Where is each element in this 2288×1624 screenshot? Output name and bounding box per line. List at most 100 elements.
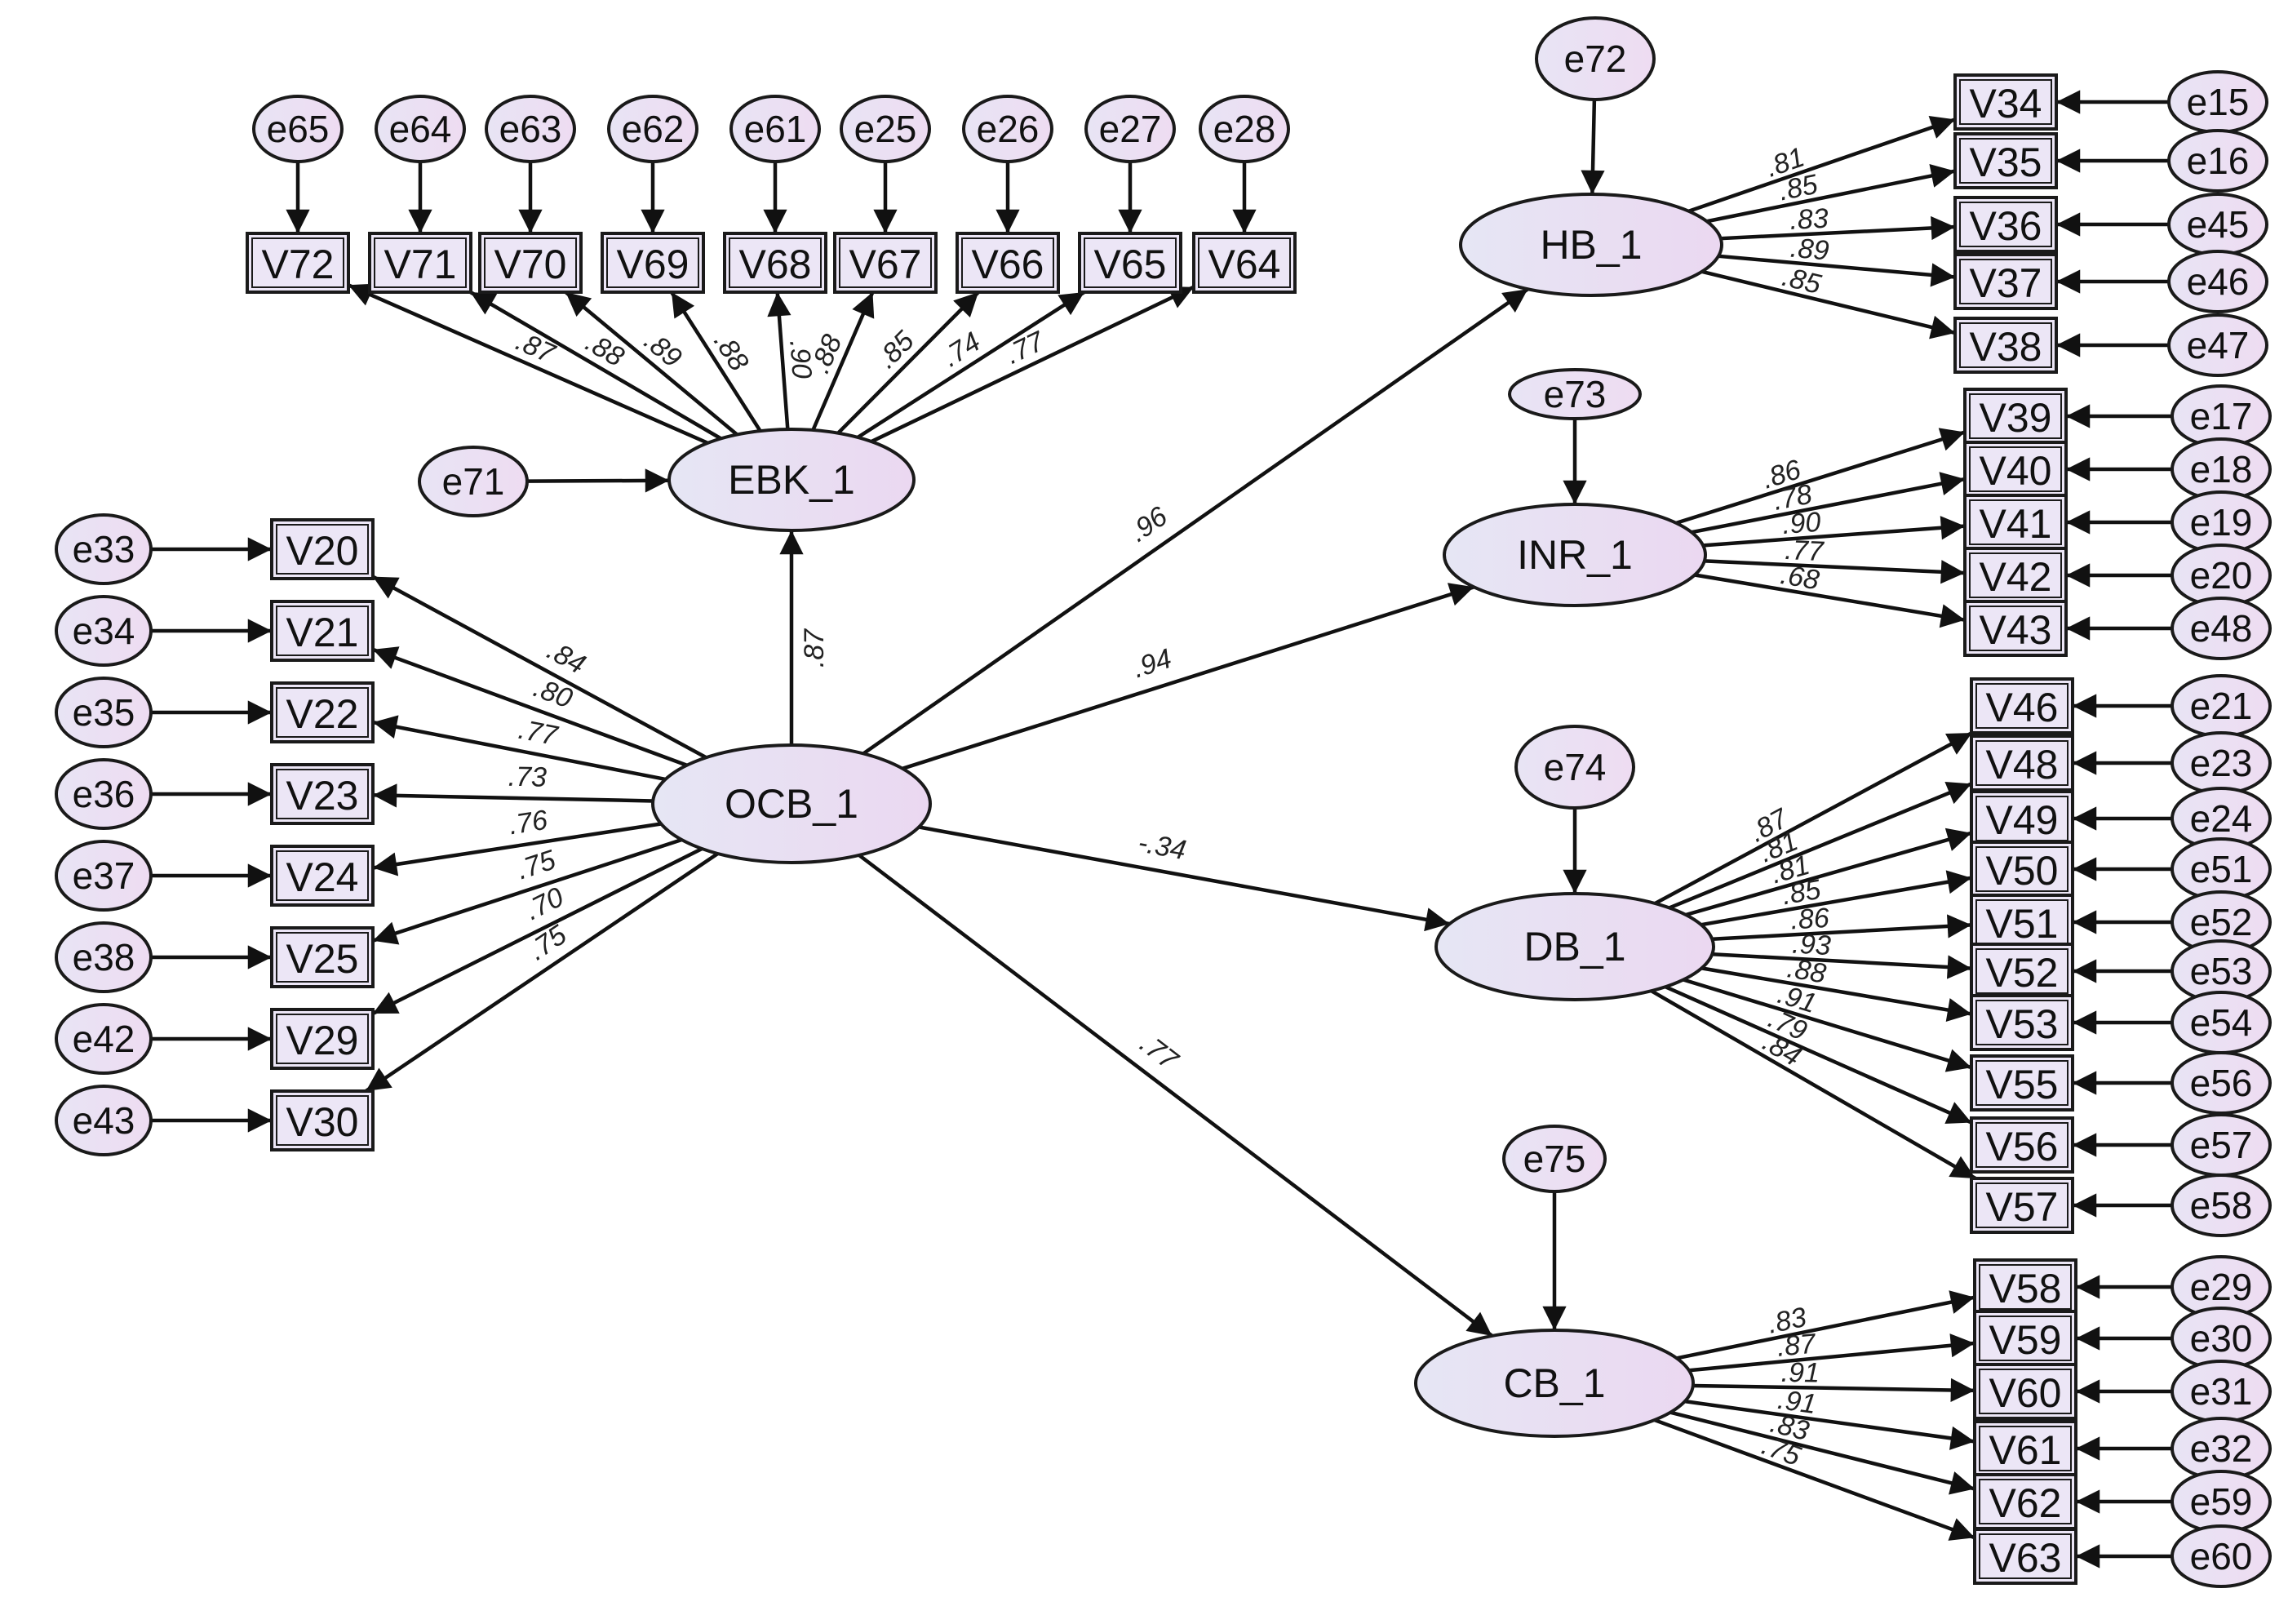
latent-CB-shape xyxy=(1414,1329,1695,1438)
error-e27-label: e27 xyxy=(1099,108,1162,150)
indicator-V35-label: V35 xyxy=(1970,140,2042,185)
error-e19-label: e19 xyxy=(2190,501,2253,544)
indicator-V21-label: V21 xyxy=(286,610,359,655)
latent-CB: CB_1 xyxy=(1414,1329,1695,1438)
latent-HB-label: HB_1 xyxy=(1540,222,1642,268)
loading-INR-V43 xyxy=(1694,573,1966,628)
error-e26-shape xyxy=(962,95,1053,163)
indicator-V61-shape xyxy=(1973,1420,2077,1477)
error-e32-label: e32 xyxy=(2190,1427,2253,1470)
error-e31-label: e31 xyxy=(2190,1370,2253,1413)
indicator-V57-inner-border xyxy=(1975,1183,2069,1228)
indicator-V30: V30 xyxy=(270,1089,375,1151)
loading-OCB-V30 xyxy=(365,852,719,1093)
indicator-V68-label: V68 xyxy=(739,242,812,287)
error-e27-shape xyxy=(1084,95,1176,163)
indicator-V62: V62 xyxy=(1973,1473,2077,1530)
indicator-V64-inner-border xyxy=(1198,237,1291,288)
error-e23: e23 xyxy=(2170,731,2272,795)
loading-CB-V63 xyxy=(1653,1418,1975,1541)
loading-OCB-V24 xyxy=(372,822,662,876)
latent-EBK-shape xyxy=(667,428,916,532)
weight-HB-V36: .83 xyxy=(1789,203,1829,236)
loading-CB-V62 xyxy=(1669,1410,1975,1495)
loading-DB-V55 xyxy=(1683,978,1972,1072)
loading-OCB-V20 xyxy=(371,575,707,760)
latent-INR-label: INR_1 xyxy=(1517,532,1633,578)
error-e64: e64 xyxy=(375,95,466,163)
loading-DB-V52 xyxy=(1712,952,1972,979)
error-e73-shape xyxy=(1508,368,1642,420)
error-e65-shape xyxy=(252,95,344,163)
latent-INR-shape xyxy=(1443,503,1707,607)
indicator-V61-inner-border xyxy=(1979,1426,2072,1471)
error-e72-shape xyxy=(1535,16,1656,101)
indicator-V29: V29 xyxy=(270,1008,375,1070)
loading-INR-V42 xyxy=(1704,559,1966,584)
indicator-V72: V72 xyxy=(246,232,350,294)
latent-HB: HB_1 xyxy=(1459,193,1723,297)
indicator-V55-label: V55 xyxy=(1986,1062,2059,1107)
error-e58: e58 xyxy=(2170,1174,2272,1237)
weight-OCB-DB: -.34 xyxy=(1136,827,1188,866)
indicator-V21-inner-border xyxy=(276,606,369,656)
indicator-V37-label: V37 xyxy=(1970,260,2042,306)
indicator-V40-inner-border xyxy=(1969,446,2062,492)
error-e16-label: e16 xyxy=(2187,140,2250,182)
indicator-V29-label: V29 xyxy=(286,1018,359,1063)
error-e52: e52 xyxy=(2170,890,2272,954)
indicator-V34: V34 xyxy=(1953,73,2058,131)
error-e60-shape xyxy=(2170,1524,2272,1588)
error-e72-label: e72 xyxy=(1564,38,1627,80)
indicator-V22: V22 xyxy=(270,681,375,743)
indicator-V70-label: V70 xyxy=(494,242,567,287)
weight-OCB-V22: .77 xyxy=(516,714,561,752)
indicator-V42-label: V42 xyxy=(1980,554,2052,600)
indicator-V58-label: V58 xyxy=(1989,1266,2062,1311)
error-e64-label: e64 xyxy=(389,108,452,150)
error-e29-label: e29 xyxy=(2190,1266,2253,1308)
error-e73-label: e73 xyxy=(1544,373,1607,415)
error-e23-label: e23 xyxy=(2190,742,2253,784)
indicator-V46-inner-border xyxy=(1975,683,2069,729)
error-e61-label: e61 xyxy=(744,108,807,150)
error-e51-label: e51 xyxy=(2190,848,2253,890)
indicator-V67-label: V67 xyxy=(849,242,922,287)
error-e17: e17 xyxy=(2170,384,2272,448)
indicator-V20-inner-border xyxy=(276,524,369,575)
error-e25-label: e25 xyxy=(854,108,917,150)
indicator-V22-inner-border xyxy=(276,687,369,738)
indicator-V39: V39 xyxy=(1963,388,2068,445)
error-e37-shape xyxy=(55,840,153,912)
error-e57: e57 xyxy=(2170,1113,2272,1177)
indicator-V53-shape xyxy=(1970,994,2074,1051)
indicator-V56: V56 xyxy=(1970,1116,2074,1174)
indicator-V56-inner-border xyxy=(1975,1122,2069,1168)
indicator-V63-shape xyxy=(1973,1528,2077,1585)
error-e75-label: e75 xyxy=(1523,1138,1586,1180)
loading-CB-V58 xyxy=(1676,1290,1975,1360)
error-e51: e51 xyxy=(2170,837,2272,901)
indicator-V36: V36 xyxy=(1953,196,2058,253)
error-e21-label: e21 xyxy=(2190,685,2253,727)
indicator-V23-inner-border xyxy=(276,769,369,819)
weight-OCB-EBK: .87 xyxy=(799,628,830,668)
indicator-V70: V70 xyxy=(478,232,583,294)
indicator-V62-label: V62 xyxy=(1989,1480,2062,1526)
loading-EBK-V70 xyxy=(564,291,738,437)
indicator-V48: V48 xyxy=(1970,734,2074,792)
indicator-V48-shape xyxy=(1970,734,2074,792)
weight-OCB-V25: .75 xyxy=(513,845,560,886)
error-e20-label: e20 xyxy=(2190,554,2253,597)
indicator-V64: V64 xyxy=(1192,232,1297,294)
error-e60: e60 xyxy=(2170,1524,2272,1588)
indicator-V39-label: V39 xyxy=(1980,395,2052,441)
loading-CB-V60 xyxy=(1692,1378,1975,1403)
indicator-V59-inner-border xyxy=(1979,1316,2072,1361)
error-e38-label: e38 xyxy=(73,936,135,978)
error-e42: e42 xyxy=(55,1003,153,1075)
indicator-V40: V40 xyxy=(1963,441,2068,498)
indicator-V39-inner-border xyxy=(1969,393,2062,439)
indicator-V23: V23 xyxy=(270,763,375,825)
error-e19: e19 xyxy=(2170,490,2272,554)
